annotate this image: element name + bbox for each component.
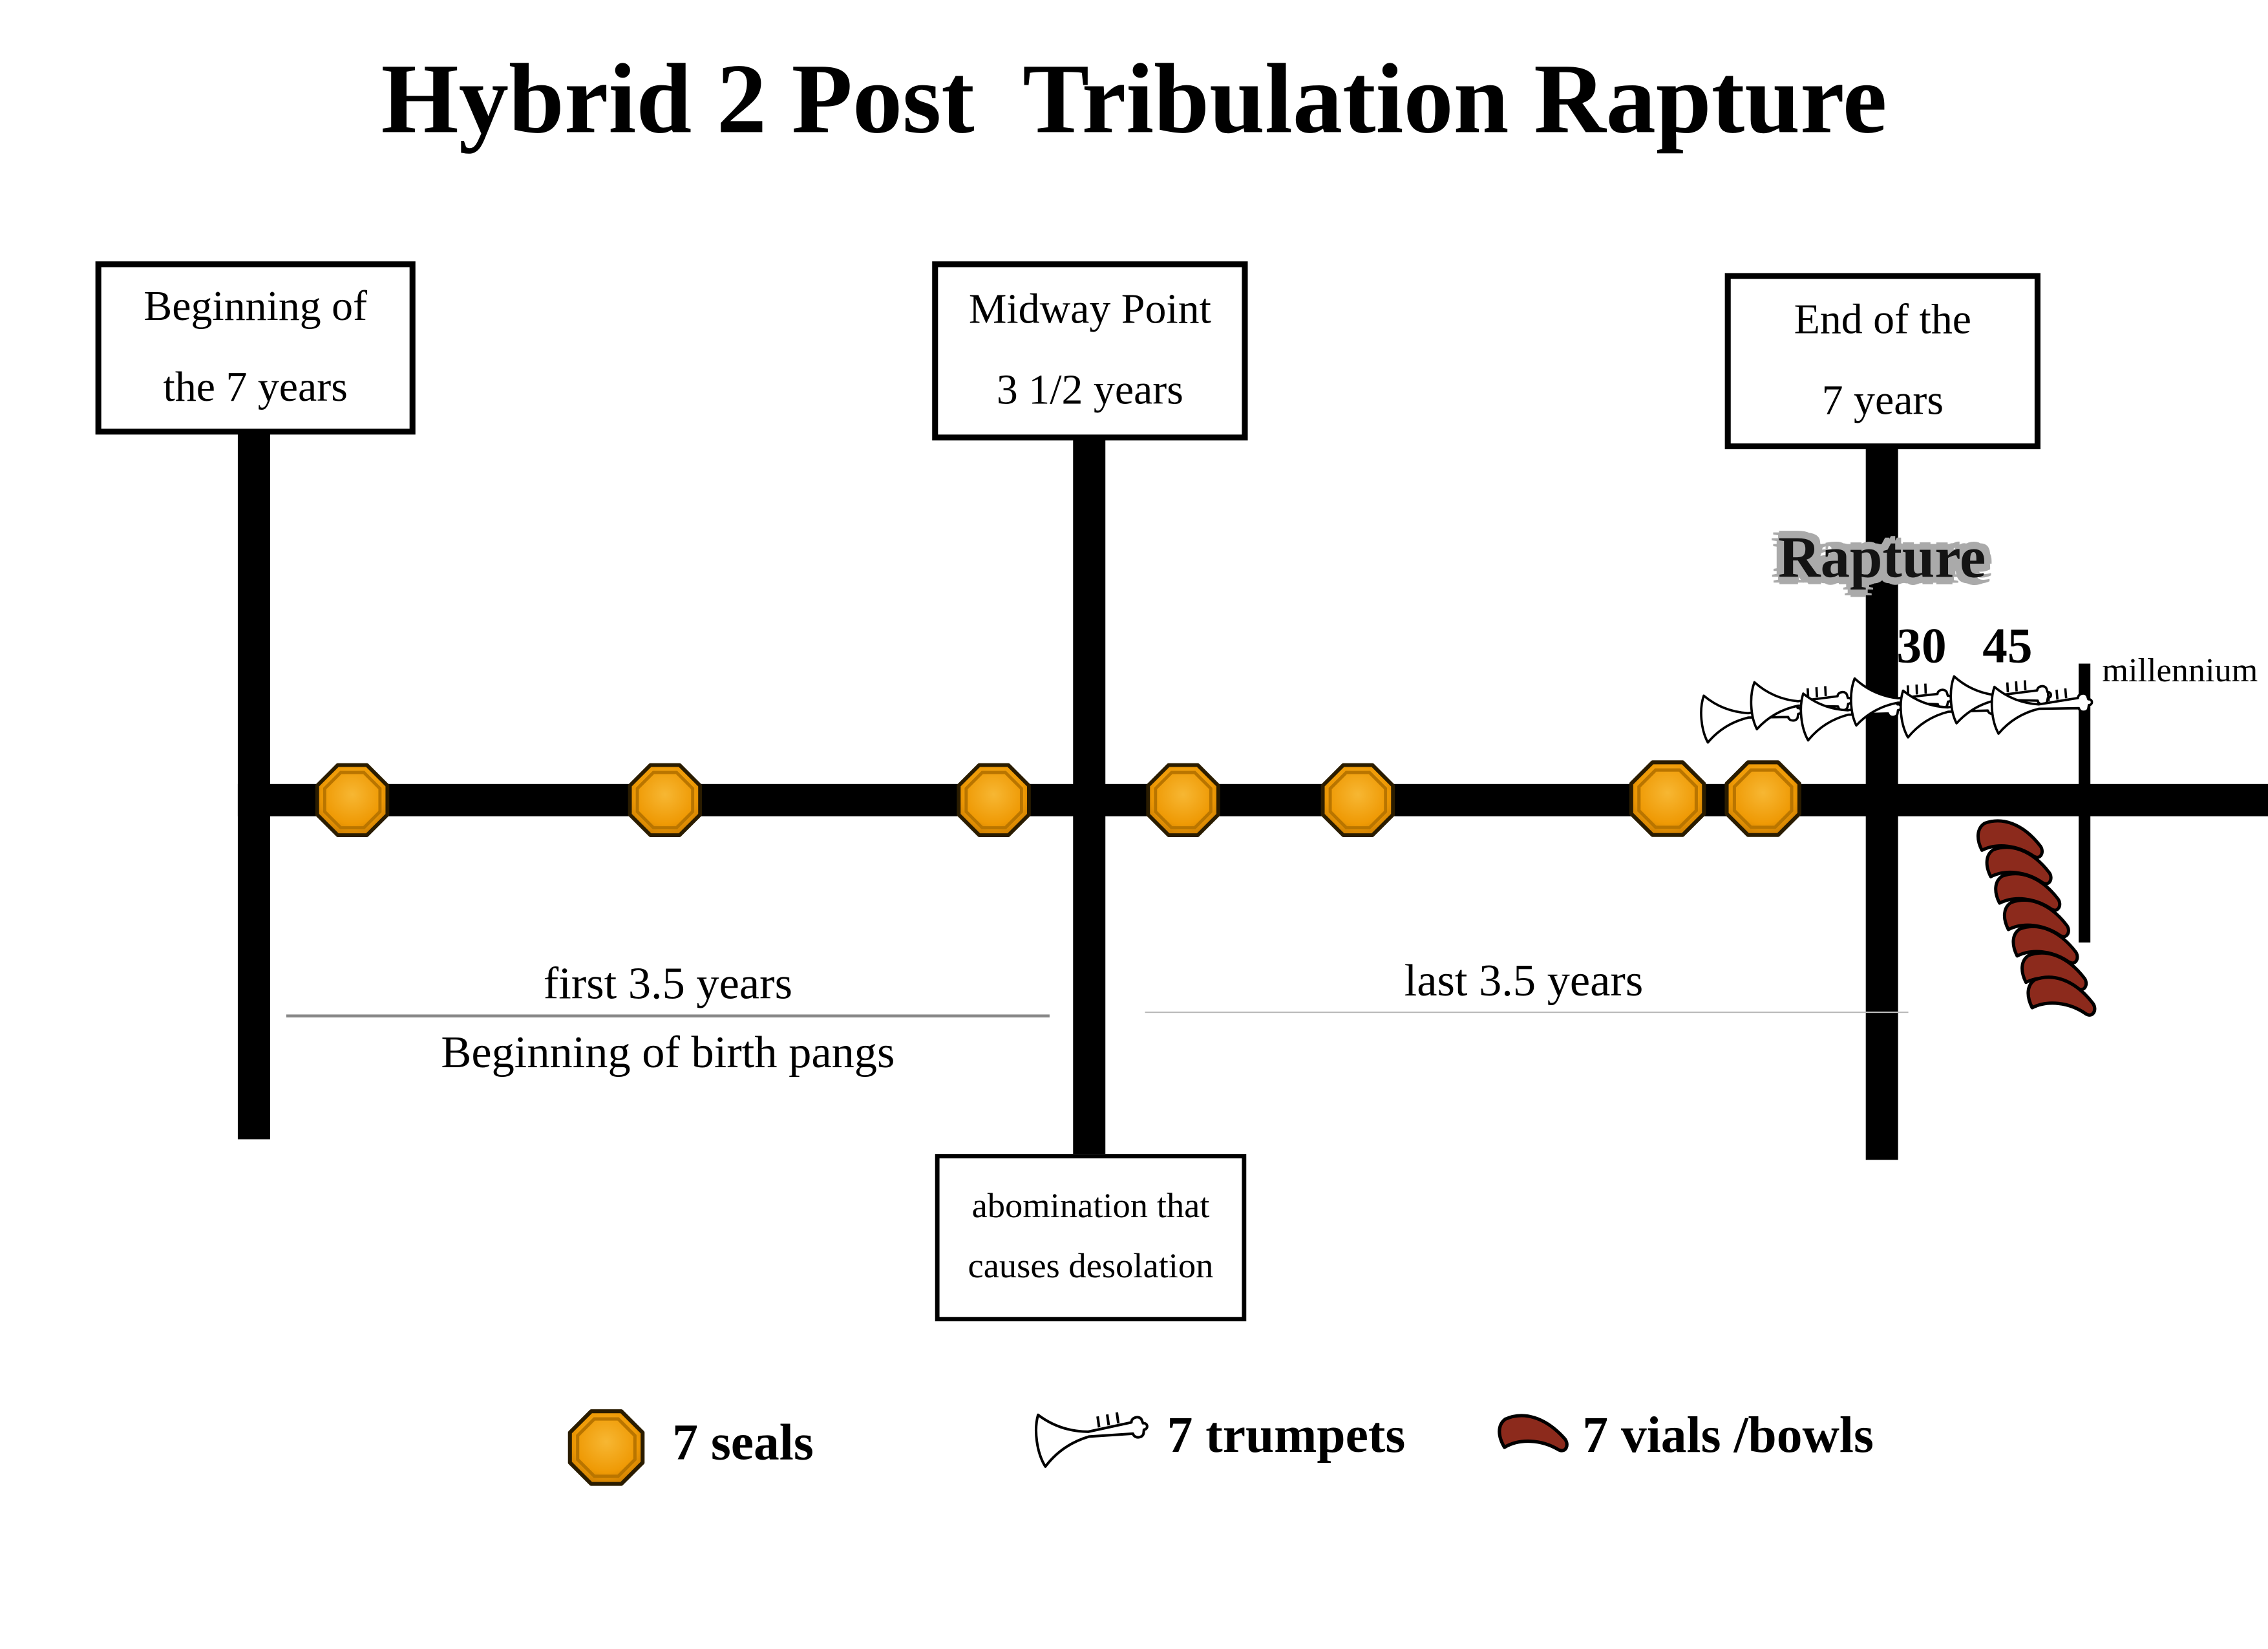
abomination-box-line2: causes desolation xyxy=(968,1248,1214,1286)
beginning-box: Beginning of the 7 years xyxy=(95,261,416,435)
legend-seal-icon xyxy=(564,1405,649,1491)
midway-box-line2: 3 1/2 years xyxy=(996,367,1183,414)
legend-vials-label: 7 vials /bowls xyxy=(1582,1406,1874,1464)
trumpet-icon xyxy=(1989,677,2095,736)
legend-vial-icon xyxy=(1490,1403,1578,1468)
second-half-underline xyxy=(1145,1011,1909,1014)
rapture-label: Rapture xyxy=(1777,524,1986,591)
birth-pangs-label: Beginning of birth pangs xyxy=(441,1026,895,1078)
first-half-underline xyxy=(286,1014,1050,1017)
first-half-label: first 3.5 years xyxy=(543,957,792,1009)
seal-icon xyxy=(1317,759,1399,841)
seal-icon xyxy=(953,759,1035,841)
seal-icon xyxy=(624,759,706,841)
beginning-box-line2: the 7 years xyxy=(163,364,348,411)
seal-icon xyxy=(1625,756,1710,842)
abomination-box: abomination that causes desolation xyxy=(935,1154,1247,1322)
seal-icon xyxy=(1142,759,1224,841)
abomination-box-line1: abomination that xyxy=(971,1187,1210,1226)
seal-icon xyxy=(1721,756,1806,842)
end-box-line2: 7 years xyxy=(1821,377,1944,425)
timeline-axis xyxy=(237,783,2268,816)
beginning-box-line1: Beginning of xyxy=(143,283,368,330)
second-half-label: last 3.5 years xyxy=(1404,954,1644,1006)
midway-box: Midway Point 3 1/2 years xyxy=(932,261,1248,441)
legend-trumpets-label: 7 trumpets xyxy=(1167,1406,1406,1464)
midway-box-line1: Midway Point xyxy=(968,286,1211,334)
legend-trumpet-icon xyxy=(1031,1394,1156,1476)
seal-icon xyxy=(311,759,393,841)
days-30-45-label: 30 45 xyxy=(1896,619,2033,674)
end-box-line1: End of the xyxy=(1794,296,1972,344)
millennium-label: millennium xyxy=(2102,652,2258,689)
legend-seals-label: 7 seals xyxy=(672,1414,814,1471)
millennium-tick-line xyxy=(2079,663,2091,943)
end-box: End of the 7 years xyxy=(1724,273,2040,449)
diagram-title: Hybrid 2 Post Tribulation Rapture xyxy=(381,42,1887,154)
